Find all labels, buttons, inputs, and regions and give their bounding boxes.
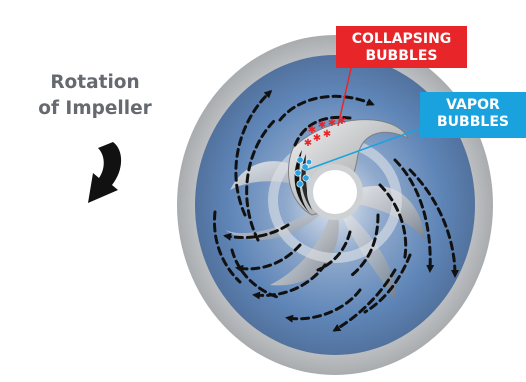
collapsing-bubble: ✱	[318, 120, 326, 131]
flow-arrow	[378, 183, 408, 264]
rotation-label-line1: Rotation	[50, 72, 140, 93]
vapor-bubble	[294, 169, 302, 177]
flow-arrow	[245, 118, 277, 242]
collapsing-bubble: ✱	[308, 125, 316, 136]
vapor-bubbles-label: VAPOR BUBBLES	[420, 92, 526, 138]
vapor-label-line2: BUBBLES	[437, 114, 509, 130]
vapor-bubbles	[294, 156, 313, 188]
flow-arrow	[408, 168, 459, 278]
vapor-bubble	[301, 163, 309, 171]
flow-arrow	[235, 243, 302, 273]
collapsing-bubble: ✱	[323, 129, 331, 140]
collapsing-bubbles-label: COLLAPSING BUBBLES	[336, 26, 467, 68]
collapsing-label-line1: COLLAPSING	[351, 31, 452, 47]
collapsing-bubble: ✱	[338, 116, 346, 127]
rotation-label-line2: of Impeller	[38, 98, 152, 119]
collapsing-bubble: ✱	[304, 138, 312, 149]
flow-arrow	[234, 89, 273, 217]
collapsing-leader-line	[337, 63, 353, 127]
vapor-bubble	[296, 180, 304, 188]
flow-arrow	[393, 158, 435, 273]
flow-arrow	[350, 213, 380, 277]
rotation-label: Rotation of Impeller	[0, 70, 190, 122]
flow-arrow	[293, 115, 352, 147]
collapsing-bubble: ✱	[313, 133, 321, 144]
flow-arrow	[332, 268, 397, 332]
vapor-leader-line	[305, 124, 431, 171]
flow-arrow	[230, 248, 282, 300]
vapor-label-line1: VAPOR	[446, 97, 500, 113]
collapsing-label-line2: BUBBLES	[365, 48, 438, 64]
flow-arrow	[252, 263, 327, 300]
vapor-bubble	[302, 174, 310, 182]
vapor-bubble	[305, 158, 313, 166]
flow-arrow	[285, 288, 362, 323]
impeller-blade	[270, 200, 339, 286]
flow-arrow	[316, 230, 352, 272]
rotation-arrow-icon	[88, 142, 122, 203]
collapsing-bubble: ✱	[328, 118, 336, 129]
vapor-bubble	[296, 156, 304, 164]
flow-arrow	[223, 223, 290, 241]
impeller-blade	[230, 161, 335, 200]
flow-arrow	[212, 210, 242, 284]
impeller-shadow	[294, 150, 312, 215]
flow-arrow	[278, 94, 375, 122]
collapsing-bubbles: ✱ ✱ ✱ ✱ ✱ ✱ ✱	[304, 116, 346, 149]
shaft-core	[313, 170, 357, 214]
flow-arrow	[363, 253, 412, 314]
flow-arrows	[212, 89, 459, 332]
